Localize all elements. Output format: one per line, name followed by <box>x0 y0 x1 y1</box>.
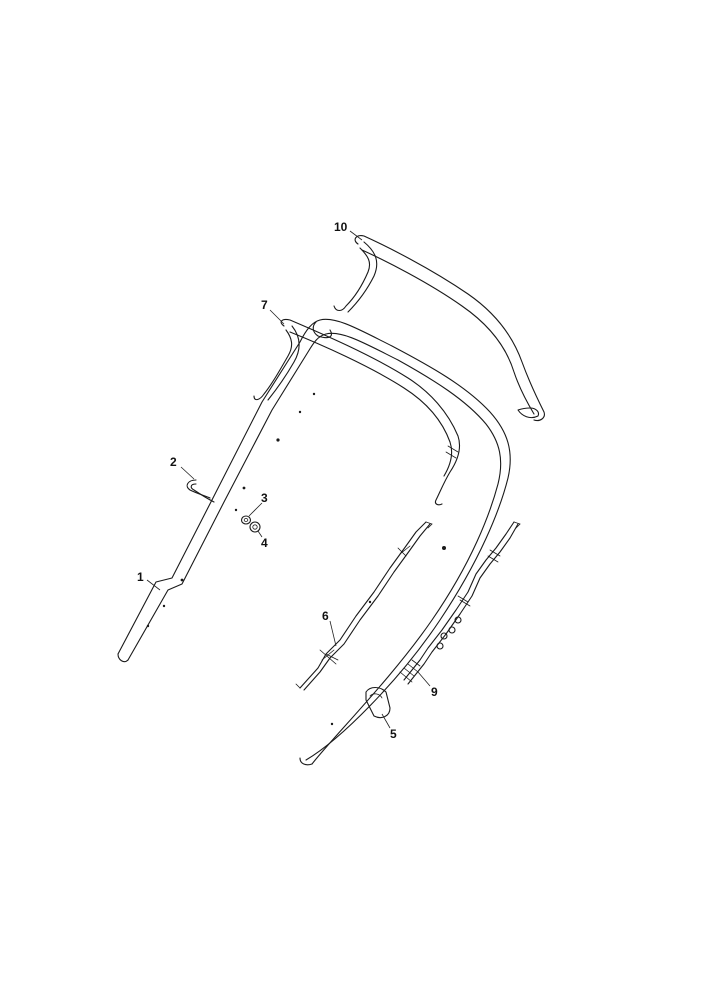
part-2-hairpin-clip[interactable] <box>186 479 215 503</box>
callout-6: 6 <box>322 609 329 623</box>
part-9-cable-assembly[interactable] <box>399 521 521 685</box>
part-7-lower-bail[interactable] <box>253 318 461 506</box>
part-1-handle-tube[interactable] <box>117 318 511 766</box>
callout-2: 2 <box>170 455 177 469</box>
callout-4: 4 <box>261 536 268 550</box>
callout-3: 3 <box>261 491 268 505</box>
callout-7: 7 <box>261 298 268 312</box>
callout-1: 1 <box>137 570 144 584</box>
part-6-control-cable[interactable] <box>295 521 433 691</box>
callout-labels: 10 7 2 3 4 1 6 9 5 <box>137 220 438 741</box>
part-5-cable-clip[interactable] <box>365 686 391 719</box>
part-4-nut[interactable] <box>249 521 261 533</box>
callout-10: 10 <box>334 220 348 234</box>
callout-9: 9 <box>431 685 438 699</box>
part-10-upper-bail[interactable] <box>333 235 545 422</box>
part-3-washer[interactable] <box>240 515 252 525</box>
leader-lines <box>146 230 431 729</box>
callout-5: 5 <box>390 727 397 741</box>
